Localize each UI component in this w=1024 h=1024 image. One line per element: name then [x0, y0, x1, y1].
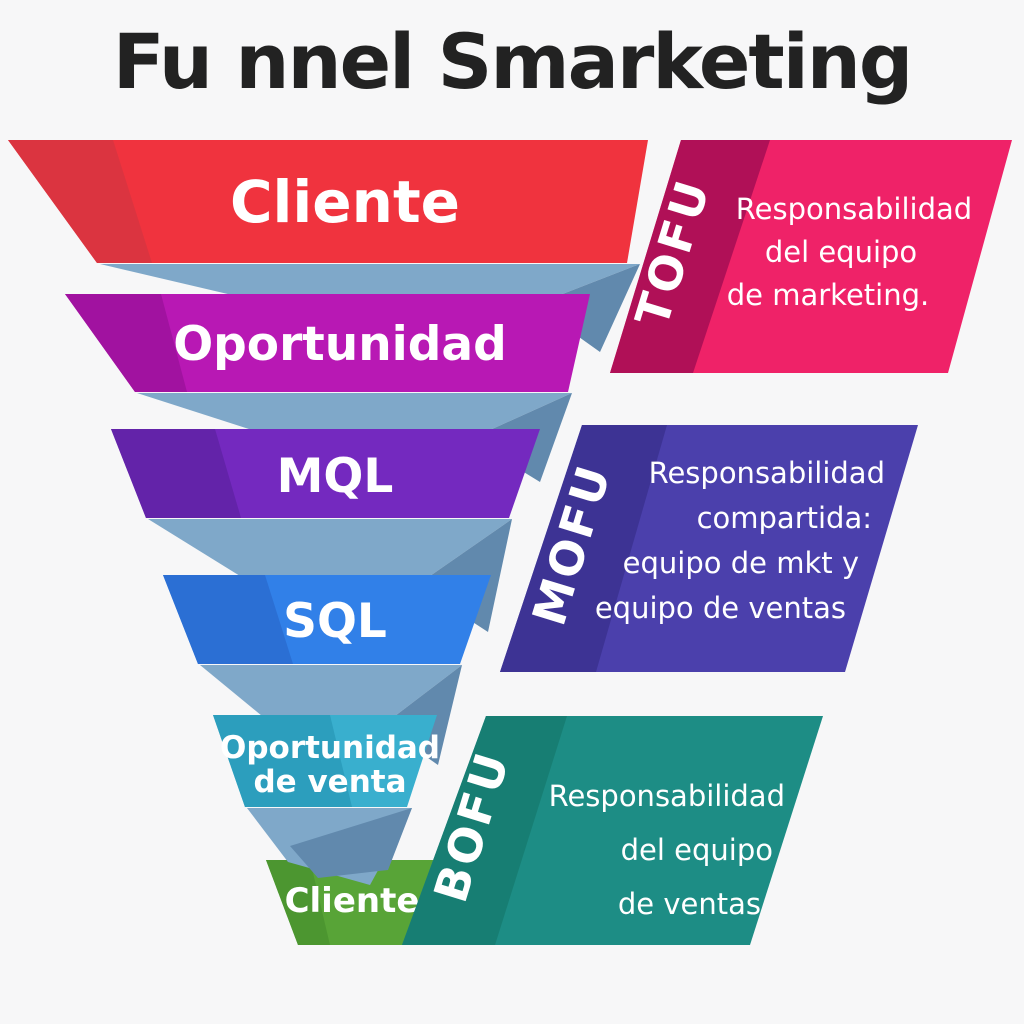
panel-mofu-line-3: equipo de mkt y	[623, 546, 859, 580]
stage-cliente-top-label: Cliente	[230, 168, 460, 236]
panel-bofu-line-1: Responsabilidad	[549, 779, 785, 813]
stage-cliente-bottom-label: Cliente	[285, 881, 420, 921]
stage-sql: SQL	[163, 575, 491, 664]
stage-cliente-top: Cliente	[8, 140, 648, 263]
stage-oportunidad-de-venta-label-line1: Oportunidad	[220, 730, 440, 766]
panel-tofu-strip	[610, 140, 770, 373]
ribbon-over-green	[247, 808, 412, 885]
panel-bofu-line-3: de ventas	[618, 887, 761, 921]
panel-mofu-line-2: compartida:	[697, 501, 872, 535]
ribbon-segment-5-dark	[290, 808, 412, 878]
panel-bofu-strip	[402, 716, 567, 945]
panel-tofu: TOFU Responsabilidad del equipo de marke…	[610, 140, 1012, 373]
panel-mofu-line-1: Responsabilidad	[649, 456, 885, 490]
stage-sql-fold	[163, 575, 293, 664]
stage-oportunidad-fold	[65, 294, 187, 392]
ribbon-segment-4-light	[200, 665, 462, 716]
panel-mofu-line-4: equipo de ventas	[595, 591, 846, 625]
ribbon-segment-1-light	[100, 264, 640, 295]
stage-mql-label: MQL	[277, 449, 394, 504]
stage-oportunidad-de-venta-fold	[213, 715, 352, 807]
stage-cliente-top-shape	[8, 140, 648, 263]
panel-tofu-line-2: del equipo	[765, 235, 917, 269]
stage-oportunidad-de-venta-label-line2: de venta	[253, 764, 406, 800]
panel-tofu-line-1: Responsabilidad	[736, 192, 972, 226]
stage-mql: MQL	[111, 429, 540, 518]
stage-cliente-top-fold	[8, 140, 152, 263]
stage-oportunidad: Oportunidad	[65, 294, 590, 392]
panel-tofu-line-3: de marketing.	[727, 278, 929, 312]
stage-oportunidad-shape	[65, 294, 590, 392]
ribbon-segment-3-light	[148, 519, 512, 576]
stage-oportunidad-de-venta: Oportunidad de venta	[213, 715, 440, 807]
stage-cliente-bottom-fold	[266, 860, 330, 945]
panel-bofu: BOFU Responsabilidad del equipo de venta…	[402, 716, 823, 945]
stage-mql-fold	[111, 429, 241, 518]
panel-mofu: MOFU Responsabilidad compartida: equipo …	[500, 425, 918, 672]
stage-sql-label: SQL	[283, 594, 387, 649]
panel-bofu-line-2: del equipo	[621, 833, 773, 867]
page-title: Fu nnel Smarketing	[113, 17, 912, 106]
panel-mofu-strip	[500, 425, 667, 672]
ribbon-segment-2-light	[137, 393, 572, 430]
stage-cliente-bottom: Cliente	[266, 860, 440, 945]
stage-oportunidad-label: Oportunidad	[173, 317, 507, 372]
